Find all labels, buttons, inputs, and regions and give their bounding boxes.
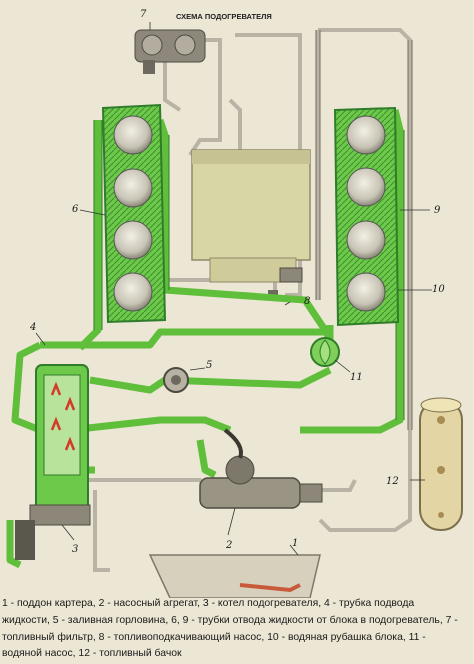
fuel-filter-7	[134, 29, 206, 74]
label-10: 10	[432, 284, 445, 295]
caption-line-1: 1 - поддон картера, 2 - насосный агрегат…	[2, 598, 415, 609]
heater-scheme-diagram: СХЕМА ПОДОГРЕВАТЕЛЯ	[6, 9, 463, 598]
water-jacket-right-10	[333, 106, 400, 327]
label-2: 2	[225, 540, 232, 551]
central-reservoir	[191, 149, 311, 283]
figure-caption: 1 - поддон картера, 2 - насосный агрегат…	[2, 596, 472, 663]
cylinder-right-2	[346, 167, 386, 207]
oil-pan-1	[148, 554, 321, 598]
fuel-tank-12	[419, 397, 463, 531]
label-12: 12	[386, 476, 399, 487]
cylinder-left-3	[113, 220, 153, 260]
caption-line-4: водяной насос, 12 - топливный бачок	[2, 648, 182, 660]
callout-lines	[35, 22, 432, 556]
label-4: 4	[29, 322, 36, 333]
fuel-lines-outline	[315, 30, 413, 430]
label-3: 3	[72, 544, 78, 555]
label-11: 11	[350, 372, 363, 383]
water-jacket-left	[101, 103, 167, 324]
caption-line-3: топливный фильтр, 8 - топливоподкачивающ…	[2, 631, 426, 643]
label-5: 5	[206, 360, 212, 371]
filler-neck-5	[163, 367, 189, 393]
pump-unit-2	[199, 428, 323, 509]
diagram-title: СХЕМА ПОДОГРЕВАТЕЛЯ	[176, 12, 272, 21]
cylinder-right-3	[346, 220, 386, 260]
label-7: 7	[140, 9, 147, 20]
cylinder-left-1	[113, 115, 153, 155]
coolant-lines	[6, 109, 404, 569]
caption-line-2: жидкости, 5 - заливная горловина, 6, 9 -…	[2, 614, 458, 626]
cylinder-left-4	[113, 272, 153, 312]
label-6: 6	[72, 204, 79, 215]
cylinder-left-2	[113, 168, 153, 208]
fuel-lines	[85, 28, 412, 572]
heater-boiler-3	[15, 364, 91, 560]
label-1: 1	[292, 538, 298, 549]
cylinder-right-1	[346, 115, 386, 155]
cylinder-right-4	[346, 272, 386, 312]
label-9: 9	[434, 205, 441, 216]
label-8: 8	[304, 296, 310, 307]
water-pump-11	[310, 337, 340, 367]
